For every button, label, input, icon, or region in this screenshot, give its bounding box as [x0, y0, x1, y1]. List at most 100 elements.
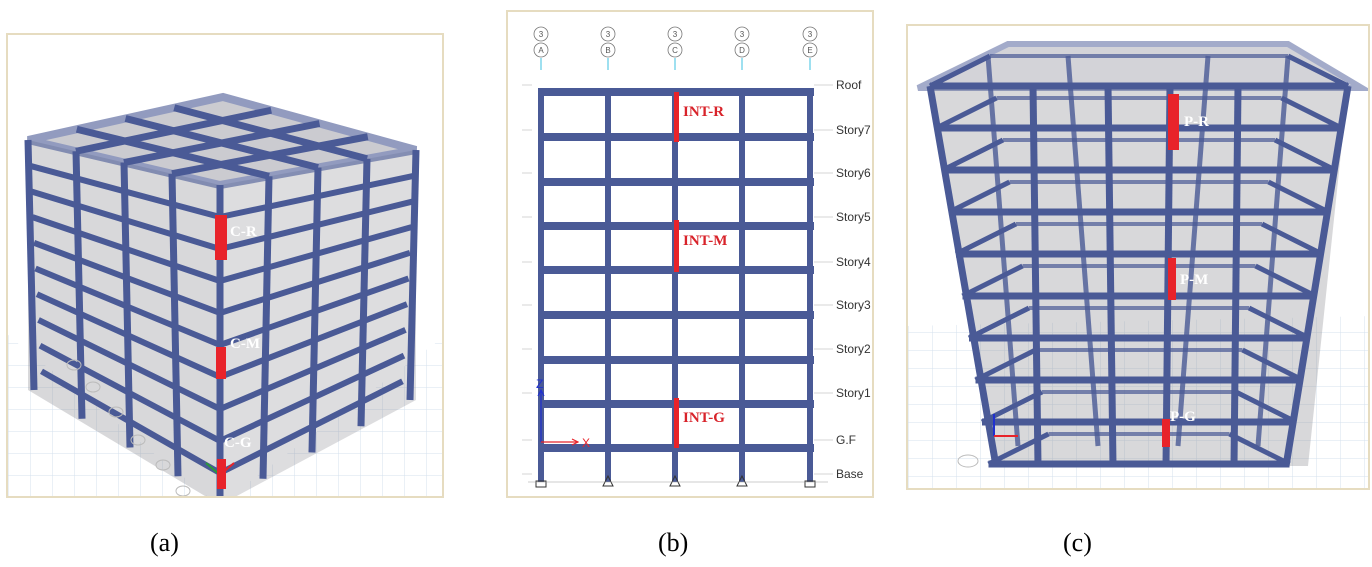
roof-beam — [171, 133, 369, 178]
floor-beam-side — [1260, 221, 1324, 257]
grid-bubble-ghost — [957, 454, 979, 468]
marker-bar-c-g — [217, 459, 226, 489]
level-label: Story7 — [836, 123, 871, 137]
floor-beam-side — [1286, 53, 1350, 89]
marker-bar-int-g — [674, 398, 679, 448]
level-label: Story3 — [836, 298, 871, 312]
grid-bubble-ghost — [108, 406, 124, 418]
level-label: Story6 — [836, 166, 871, 180]
level-label: Roof — [836, 78, 862, 92]
grid-bubble-top — [667, 26, 683, 42]
marker-bar-p-m — [1168, 258, 1176, 300]
floor-beam-side — [1273, 137, 1337, 173]
column — [406, 149, 420, 401]
grid-bubble-letter: D — [739, 46, 745, 55]
fixed-support-icon — [535, 480, 547, 488]
column-rear — [1255, 55, 1291, 447]
grid-bubble-letter: B — [605, 46, 610, 55]
grid-bubble-ghost — [85, 381, 101, 393]
building-frame-a — [24, 92, 420, 496]
grid-bubble-bottom — [667, 42, 683, 58]
grid-bubble-number: 3 — [539, 30, 544, 39]
grid-bubble-top — [600, 26, 616, 42]
panel-c-3d-model: P-R P-M P-G — [906, 24, 1370, 490]
marker-label-int-m: INT-M — [683, 233, 727, 249]
floor-beam-side — [928, 53, 992, 89]
grid-bubble-top — [533, 26, 549, 42]
grid-bubble-ghost — [66, 359, 82, 371]
panel-c-drawing: P-R P-M P-G — [908, 41, 1368, 488]
grid-bubble-letter: A — [538, 46, 544, 55]
panel-a-3d-model: C-R C-M C-G — [6, 33, 444, 498]
ground-grid — [8, 335, 442, 496]
panel-b-drawing: 3A 3B 3C 3D 3E RoofStory7Story6Story5Story4S… — [522, 26, 871, 488]
grid-bubble-bottom — [734, 42, 750, 58]
grid-bubble-number: 3 — [673, 30, 678, 39]
grid-bubble-bottom — [802, 42, 818, 58]
marker-bar-c-m — [216, 347, 226, 379]
grid-bubble-ghost — [155, 459, 171, 471]
column — [72, 151, 86, 419]
marker-label-p-m: P-M — [1180, 272, 1208, 288]
grid-bubble-number: 3 — [740, 30, 745, 39]
axis-z-label: Z — [536, 377, 543, 391]
roof-beam — [123, 120, 321, 166]
column — [1230, 85, 1242, 467]
grid-bubble-ghost — [175, 485, 191, 496]
marker-label-c-m: C-M — [230, 336, 260, 352]
level-label: Story5 — [836, 210, 871, 224]
level-label: Story4 — [836, 255, 871, 269]
axis-x-label: X — [582, 436, 590, 450]
axis-indicator: Z X — [536, 377, 590, 450]
floor-beam-side — [974, 347, 1037, 383]
grid-bubble-top — [734, 26, 750, 42]
story-labels: RoofStory7Story6Story5Story4Story3Story2… — [522, 78, 871, 481]
grid-bubble-letter: C — [672, 46, 678, 55]
caption-c: (c) — [1063, 528, 1092, 557]
marker-label-c-g: C-G — [224, 435, 252, 451]
column — [739, 88, 745, 482]
floor-beam-side — [1228, 431, 1291, 467]
marker-bar-int-m — [674, 220, 679, 272]
grid-bubble-letter: E — [807, 46, 812, 55]
column — [120, 162, 134, 448]
marker-bar-p-g — [1162, 419, 1170, 447]
level-label: Story2 — [836, 342, 871, 356]
marker-bar-c-r — [215, 215, 227, 260]
floor-beam-side — [1241, 347, 1304, 383]
column — [308, 167, 322, 453]
column — [605, 88, 611, 482]
marker-label-p-r: P-R — [1184, 114, 1209, 130]
building-frame-c — [916, 41, 1368, 468]
column-rear — [985, 55, 1021, 447]
marker-label-p-g: P-G — [1170, 409, 1196, 425]
column — [538, 88, 544, 482]
column — [168, 173, 182, 477]
column — [1029, 85, 1042, 467]
grid-bubble-number: 3 — [606, 30, 611, 39]
floor-beam-side — [961, 263, 1024, 299]
marker-label-c-r: C-R — [230, 224, 257, 240]
column — [24, 139, 38, 391]
column — [1282, 85, 1352, 467]
marker-bar-int-r — [674, 92, 679, 142]
floor-beam-side — [954, 221, 1018, 257]
grid-bubble-number: 3 — [808, 30, 813, 39]
floor-beam-side — [1247, 305, 1311, 341]
caption-b: (b) — [658, 528, 689, 557]
grid-bubble-bottom — [600, 42, 616, 58]
level-label: Story1 — [836, 386, 871, 400]
grid-bubble-bottom — [533, 42, 549, 58]
floor-beam-side — [980, 389, 1044, 425]
pin-support-icon — [669, 474, 681, 487]
panel-a-drawing: C-R C-M C-G — [8, 92, 442, 496]
caption-a: (a) — [150, 528, 179, 557]
level-label: Base — [836, 467, 864, 481]
floor-beam-side — [1254, 263, 1317, 299]
column-rear — [1065, 55, 1101, 447]
grid-bubble-top — [802, 26, 818, 42]
floor-beam-side — [1234, 389, 1298, 425]
column — [672, 88, 678, 482]
grid-bubble-ghost — [130, 434, 146, 446]
